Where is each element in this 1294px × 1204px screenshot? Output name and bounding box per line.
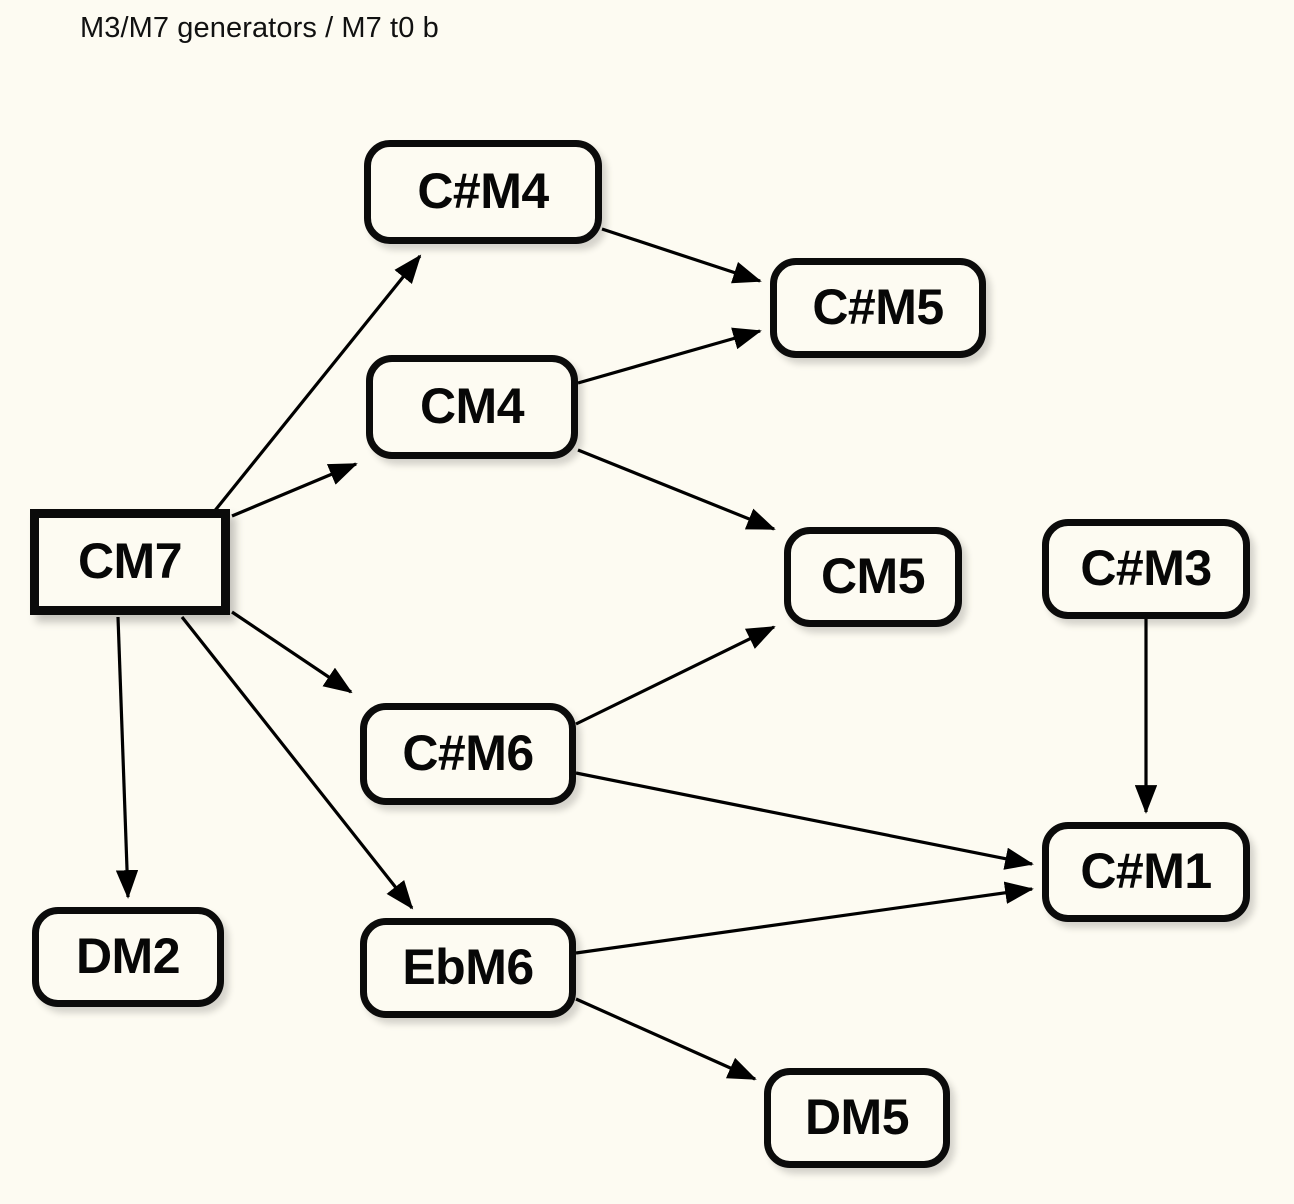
node-csharpm6[interactable]: C#M6 <box>360 703 576 805</box>
edge-csm6-to-csm1 <box>575 771 1034 870</box>
node-label: C#M4 <box>417 163 549 219</box>
edge-ebm6-to-csm1 <box>575 881 1034 955</box>
node-label: C#M3 <box>1080 540 1212 596</box>
node-cm4[interactable]: CM4 <box>366 355 578 459</box>
edge-csm6-to-cm5 <box>575 625 776 726</box>
node-label: EbM6 <box>402 939 534 995</box>
node-dm2[interactable]: DM2 <box>32 907 224 1007</box>
node-cm7[interactable]: CM7 <box>30 509 230 615</box>
node-cm5[interactable]: CM5 <box>784 527 962 627</box>
edges-group <box>115 227 1158 1081</box>
node-label: CM7 <box>77 533 183 589</box>
page-title: M3/M7 generators / M7 t0 b <box>80 12 439 44</box>
edge-cm7-to-cm4 <box>231 462 358 518</box>
node-label: DM2 <box>75 928 181 984</box>
node-label: CM5 <box>820 548 926 604</box>
node-csharpm3[interactable]: C#M3 <box>1042 519 1250 619</box>
node-label: DM5 <box>804 1089 910 1145</box>
node-label: CM4 <box>419 378 525 434</box>
node-ebm6[interactable]: EbM6 <box>360 918 576 1018</box>
node-label: C#M1 <box>1080 843 1212 899</box>
edge-cm7-to-csm6 <box>231 610 353 694</box>
edge-cm4-to-cm5 <box>577 448 776 531</box>
node-csharpm4[interactable]: C#M4 <box>364 140 602 244</box>
node-dm5[interactable]: DM5 <box>764 1068 950 1168</box>
node-csharpm5[interactable]: C#M5 <box>770 258 986 358</box>
edge-cm7-to-dm2 <box>115 616 139 899</box>
edge-cm4-to-csm5 <box>577 327 762 385</box>
node-csharpm1[interactable]: C#M1 <box>1042 822 1250 922</box>
edge-ebm6-to-dm5 <box>575 997 757 1081</box>
node-label: C#M5 <box>812 279 944 335</box>
edge-csm4-to-csm5 <box>601 227 762 284</box>
node-label: C#M6 <box>402 725 534 781</box>
